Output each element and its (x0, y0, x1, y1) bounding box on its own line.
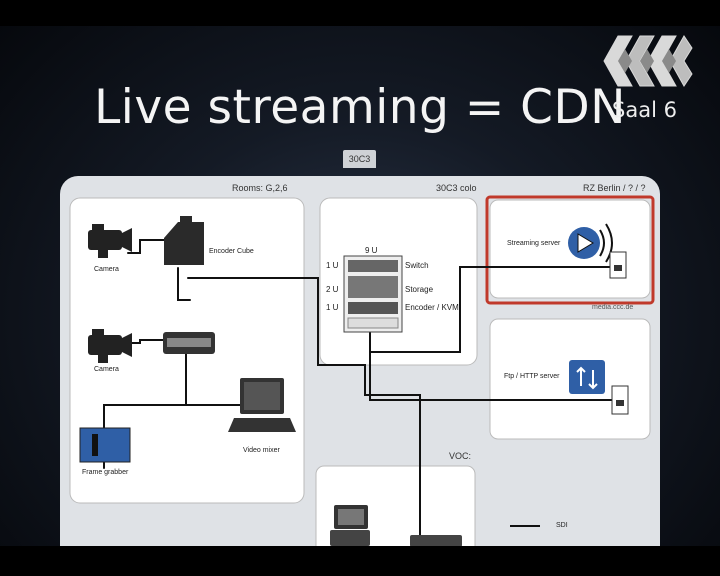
hall-label: Saal 6 (612, 98, 677, 122)
network-switch-icon (410, 535, 462, 547)
ftp-server-label: Ftp / HTTP server (504, 373, 560, 380)
media-host-label: media.ccc.de (592, 304, 634, 311)
colo-header: 30C3 colo (436, 183, 477, 193)
sdi-cables (103, 239, 613, 541)
camera-icon (88, 224, 132, 258)
rooms-header: Rooms: G,2,6 (232, 183, 288, 193)
video-mixer-label: Video mixer (243, 447, 280, 454)
slide-title: Live streaming = CDN (94, 80, 626, 135)
server-tower-icon (609, 251, 627, 279)
streaming-highlight (485, 195, 655, 305)
play-icon (568, 223, 613, 263)
server-rack-icon (343, 255, 403, 333)
rack-switch-label: Switch (405, 261, 429, 270)
camera-1-label: Camera (94, 266, 119, 273)
slide-tab: 30C3 (343, 150, 376, 168)
rack-encoder-label: Encoder / KVM (405, 303, 459, 312)
camera-icon (88, 329, 132, 363)
rack-units-label: 1 U (326, 261, 339, 270)
server-tower-icon (611, 385, 629, 415)
frame-grabber-icon (79, 427, 131, 463)
rack-size-label: 9 U (365, 246, 378, 255)
rz-header: RZ Berlin / ? / ? (583, 183, 646, 193)
voc-header: VOC: (449, 451, 472, 461)
network-switch-icon (163, 332, 215, 354)
sdi-legend-label: SDI (556, 522, 568, 529)
transfer-icon (569, 360, 605, 394)
streaming-server-label: Streaming server (507, 240, 561, 247)
bottom-letterbox (0, 546, 720, 576)
laptop-icon (228, 378, 296, 432)
top-letterbox (0, 0, 720, 26)
rack-units-label: 2 U (326, 285, 339, 294)
frame-grabber-label: Frame grabber (82, 469, 129, 476)
congress-logo-icon (603, 35, 693, 87)
rack-storage-label: Storage (405, 285, 434, 294)
encoder-cube-label: Encoder Cube (209, 248, 254, 255)
encoder-cube-icon (164, 216, 204, 265)
camera-2-label: Camera (94, 366, 119, 373)
rack-units-label: 1 U (326, 303, 339, 312)
monitor-icon (330, 505, 370, 546)
